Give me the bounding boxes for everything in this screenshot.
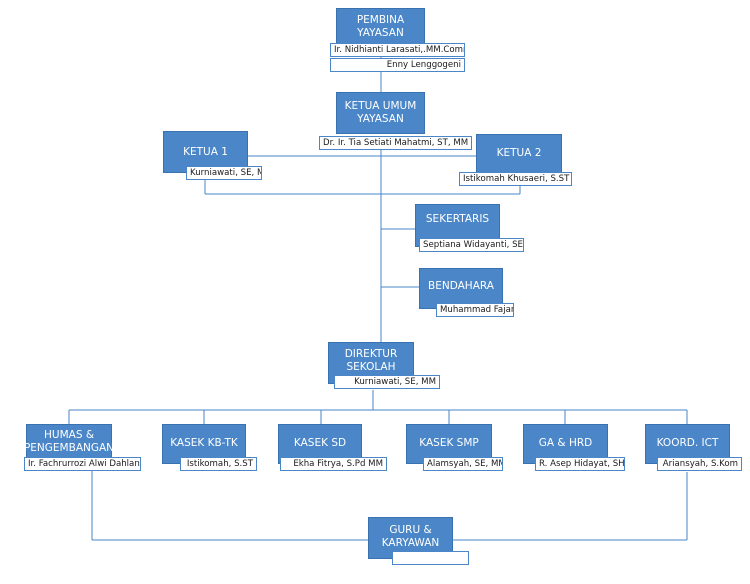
ketua2-box: KETUA 2 bbox=[476, 134, 562, 176]
bendahara-box: BENDAHARA bbox=[419, 268, 503, 309]
kasek-kbtk-name: Istikomah, S.ST bbox=[180, 457, 257, 471]
pembina-box: PEMBINA YAYASAN bbox=[336, 8, 425, 46]
ketua-umum-box: KETUA UMUM YAYASAN bbox=[336, 92, 425, 134]
sekertaris-name: Septiana Widayanti, SE bbox=[419, 238, 524, 252]
bendahara-name: Muhammad Fajar bbox=[436, 303, 514, 317]
koord-ict-name: Ariansyah, S.Kom bbox=[657, 457, 742, 471]
pembina-name-2: Enny Lenggogeni bbox=[330, 58, 465, 72]
pembina-name-1: Ir. Nidhianti Larasati,.MM.Comm bbox=[330, 43, 465, 57]
ketua1-name: Kurniawati, SE, MM bbox=[186, 166, 262, 180]
ga-hrd-name: R. Asep Hidayat, SH bbox=[535, 457, 625, 471]
ketua2-name: Istikomah Khusaeri, S.ST bbox=[459, 172, 572, 186]
kasek-sd-name: Ekha Fitrya, S.Pd MM bbox=[280, 457, 387, 471]
guru-name bbox=[392, 551, 469, 565]
ketua-umum-name: Dr. Ir. Tia Setiati Mahatmi, ST, MM bbox=[319, 136, 472, 150]
humas-name: Ir. Fachrurrozi Alwi Dahlan bbox=[24, 457, 141, 471]
kasek-smp-name: Alamsyah, SE, MM bbox=[423, 457, 503, 471]
direktur-name: Kurniawati, SE, MM bbox=[334, 375, 440, 389]
